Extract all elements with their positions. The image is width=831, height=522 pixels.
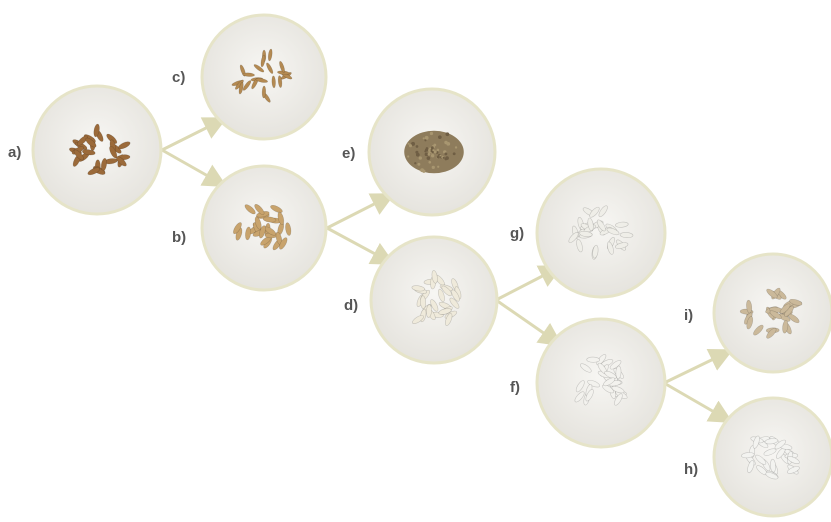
arrow-f-to-h bbox=[664, 383, 728, 420]
label-g: g) bbox=[510, 226, 524, 241]
label-a: a) bbox=[8, 145, 21, 160]
arrow-d-to-g bbox=[496, 268, 558, 300]
sample-e-material bbox=[404, 131, 464, 174]
sample-f-plate bbox=[537, 319, 665, 447]
arrow-b-to-d bbox=[327, 228, 390, 262]
label-d: d) bbox=[344, 298, 358, 313]
arrow-a-to-c bbox=[162, 120, 222, 150]
sample-c-plate bbox=[202, 15, 326, 139]
label-b: b) bbox=[172, 230, 186, 245]
label-h: h) bbox=[684, 462, 698, 477]
arrow-d-to-f bbox=[496, 300, 558, 343]
sample-h bbox=[714, 398, 831, 516]
sample-e bbox=[369, 89, 495, 215]
sample-b bbox=[202, 166, 326, 290]
sample-d bbox=[371, 237, 497, 363]
sample-c bbox=[202, 15, 326, 139]
label-f: f) bbox=[510, 380, 520, 395]
sample-f bbox=[537, 319, 665, 447]
arrow-b-to-e bbox=[327, 196, 390, 228]
label-c: c) bbox=[172, 70, 185, 85]
label-i: i) bbox=[684, 308, 693, 323]
sample-circles bbox=[33, 15, 831, 516]
sample-d-plate bbox=[371, 237, 497, 363]
sample-a-plate bbox=[33, 86, 161, 214]
label-e: e) bbox=[342, 146, 355, 161]
sample-h-plate bbox=[714, 398, 831, 516]
sample-i bbox=[714, 254, 831, 372]
sample-a bbox=[33, 86, 161, 214]
arrow-f-to-i bbox=[664, 352, 728, 383]
sample-g bbox=[537, 169, 665, 297]
arrow-a-to-b bbox=[162, 150, 222, 184]
